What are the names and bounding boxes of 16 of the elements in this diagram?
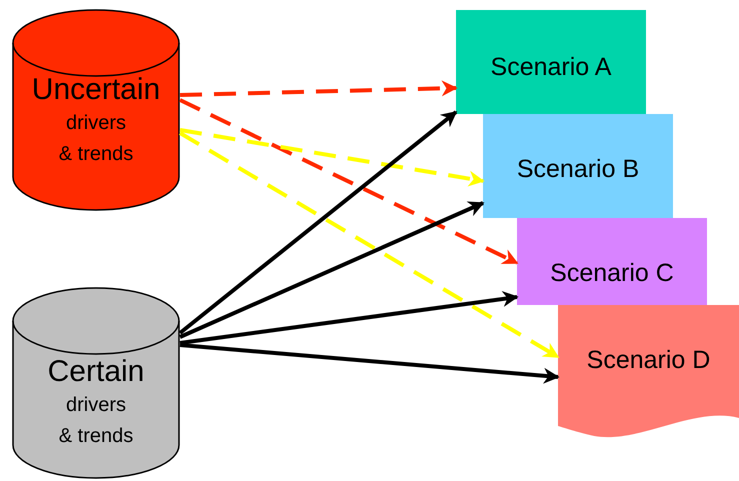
arrow — [178, 110, 458, 335]
arrow — [180, 291, 519, 345]
dashed-arrow — [179, 98, 518, 265]
scenario-label: Scenario C — [549, 258, 675, 288]
scenario-label: Scenario D — [586, 345, 712, 375]
scenario-label: Scenario B — [516, 154, 640, 184]
dashed-arrow — [178, 131, 560, 359]
scenario-label: Scenario A — [490, 52, 612, 82]
cylinder-subtitle: drivers & trends — [58, 111, 134, 167]
arrow — [179, 201, 484, 339]
dashed-arrow — [180, 128, 485, 186]
cylinder-title: Certain — [46, 354, 146, 390]
cylinder-title: Uncertain — [30, 72, 162, 108]
arrow — [180, 343, 560, 384]
dashed-arrow — [180, 80, 458, 97]
cylinder-subtitle: drivers & trends — [58, 393, 134, 449]
